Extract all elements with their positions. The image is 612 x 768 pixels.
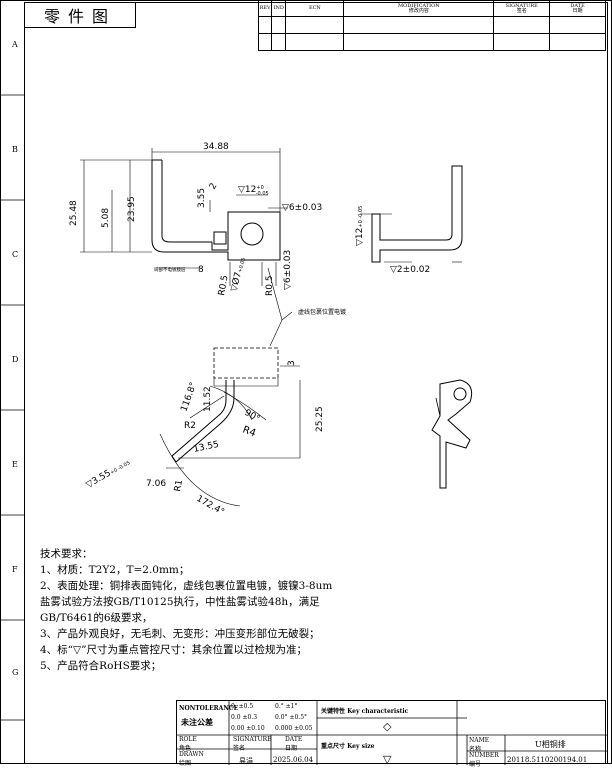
dim-tip-radius: R1 [173, 479, 185, 493]
part-number: 20118.5110200194.01 [507, 756, 588, 764]
drawing-title: 零件图 [24, 2, 136, 28]
dim-bend-offset: 11.52 [203, 386, 213, 412]
zone-letter: C [12, 250, 19, 259]
zone-letter: A [12, 40, 18, 49]
key-characteristic-symbol: ◇ [383, 720, 392, 733]
tolerance-row-2a: 0.0 ±0.3 [231, 714, 258, 721]
title-block-grid [177, 701, 607, 765]
zone-letter: G [12, 668, 19, 677]
zone-letter: E [12, 460, 18, 469]
zone-ticks [0, 94, 24, 721]
dim-flange-width: ▽12+0-0.05 [238, 185, 269, 197]
dim-right-angle: 90° [243, 408, 262, 425]
dim-length-total: 34.88 [203, 142, 229, 152]
tolerance-label-cn: 未注公差 [181, 717, 213, 727]
dim-hole-diameter: ▽Ø7+0.05 [228, 256, 248, 293]
note-line: 2、表面处理：铜排表面钝化，虚线包裹位置电镀，镀镍3-8um [40, 580, 333, 592]
dim-side-length: 8 [198, 265, 204, 275]
note-line: 3、产品外观良好，无毛刺、无变形：冲压变形部位无破裂； [40, 628, 320, 640]
dim-thickness: ▽2±0.02 [390, 265, 430, 275]
tolerance-row-1a: 0. ±0.5 [231, 703, 254, 710]
key-characteristic-label: 关键特性 Key characteristic [321, 708, 409, 715]
note-line: 1、材质：T2Y2，T=2.0mm； [40, 564, 190, 576]
tolerance-row-3a: 0.00 ±0.10 [231, 725, 265, 732]
part-name: U相铜排 [535, 740, 566, 749]
dim-total-angle: 172.4° [195, 494, 226, 518]
key-size-label: 重点尺寸 Key size [321, 743, 375, 750]
zone-letter: F [12, 565, 18, 574]
dim-chamfer: 2 [208, 182, 220, 192]
technical-notes: 技术要求： 1、材质：T2Y2，T=2.0mm； 2、表面处理：铜排表面钝化，虚… [40, 546, 420, 674]
zone-letter: B [12, 145, 18, 154]
dim-bend-height: 25.25 [315, 406, 325, 432]
dim-flange-offset: 3.55 [197, 188, 207, 208]
side-note: 局部不电镀膜层 [154, 266, 186, 273]
dim-hole-offset: ▽6±0.03 [283, 250, 293, 290]
dim-height-total: 25.48 [69, 200, 79, 226]
dim-height-inner: 23.95 [127, 196, 137, 222]
tolerance-row-1b: 0.° ±1° [275, 703, 298, 710]
dim-tail-tip: 7.06 [146, 479, 166, 489]
note-line: GB/T6461的6级要求， [40, 612, 153, 624]
note-line: 盐雾试验方法按GB/T10125执行，中性盐雾试验48h，满足 [40, 596, 320, 608]
drawn-by-name: 易涓 [239, 757, 253, 765]
note-line: 4、标“▽”尺寸为重点管控尺寸：其余位置以过检规为准； [40, 644, 307, 656]
dim-side-width: ▽12+0 -0.05 [355, 206, 365, 246]
dim-radius-left: R0.5 [217, 275, 230, 297]
dim-radius-right: R0.5 [265, 275, 275, 296]
key-size-symbol: ▽ [383, 753, 392, 766]
tolerance-row-2b: 0.0° ±0.5° [275, 714, 308, 721]
dim-bend-radius-outer: R4 [241, 424, 257, 439]
note-line: 5、产品符合RoHS要求； [40, 660, 162, 672]
title-block: NONTOLERANCE 未注公差 0. ±0.5 0.° ±1° 0.0 ±0… [176, 700, 607, 768]
drawn-date: 2025.06.04 [273, 756, 314, 764]
dim-tail-length: 13.55 [193, 440, 220, 455]
zone-letter: D [12, 355, 19, 364]
tolerance-row-3b: 0.000 ±0.05 [275, 725, 313, 732]
notes-heading: 技术要求： [40, 548, 93, 560]
dim-bend-angle: 116.8° [179, 381, 199, 413]
plating-note: 虚线包裹位置电镀 [298, 308, 346, 316]
dim-tail-width: ▽3.55+0 -0.05 [85, 458, 132, 491]
dim-hole-position: ▽6±0.03 [282, 203, 322, 213]
dim-height-step: 5.08 [101, 208, 111, 228]
part-drawing: 34.88 25.48 23.95 5.08 3.55 2 ▽12+0-0.05… [69, 142, 473, 518]
tolerance-label-en: NONTOLERANCE [179, 705, 239, 712]
dim-plating-depth: 3 [287, 360, 297, 366]
dim-bend-radius-inner: R2 [184, 421, 196, 431]
